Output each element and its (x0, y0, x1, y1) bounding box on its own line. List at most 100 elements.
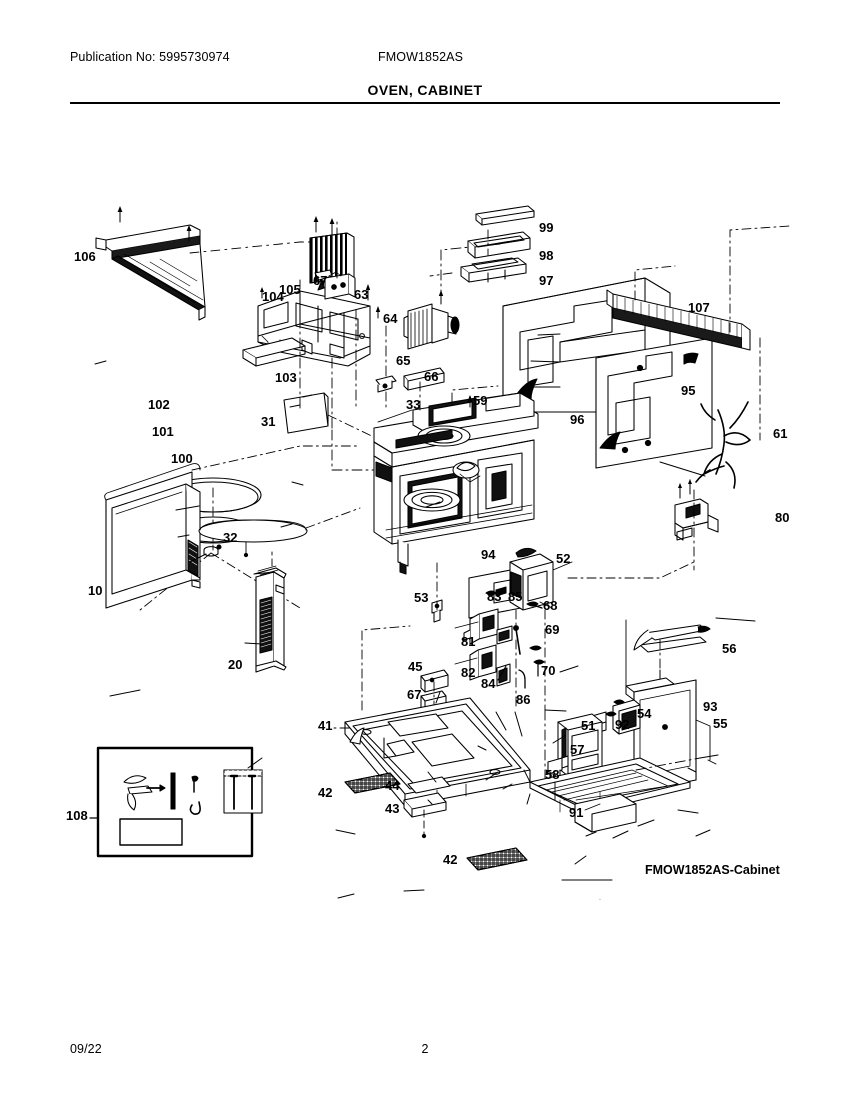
callout-102: 102 (148, 397, 170, 412)
callout-100: 100 (171, 451, 193, 466)
exploded-parts-drawing (89, 205, 791, 900)
callout-105: 105 (279, 282, 301, 297)
diagram-caption: FMOW1852AS-Cabinet (645, 863, 780, 877)
part-96-side-panel (595, 337, 713, 469)
part-42-grease-filter-lower (466, 847, 528, 871)
callout-84: 84 (481, 676, 496, 691)
callout-43: 43 (385, 801, 400, 816)
part-80-switch-assembly (674, 498, 719, 541)
callout-31: 31 (261, 414, 276, 429)
part-61-wire-harness (695, 401, 751, 489)
callout-83: 83 (487, 589, 502, 604)
part-68-screw (526, 601, 543, 609)
part-84-switch (496, 663, 511, 687)
callout-104: 104 (262, 289, 284, 304)
callout-10: 10 (88, 583, 103, 598)
part-20-control-panel (253, 565, 287, 673)
callout-63: 63 (354, 287, 369, 302)
part-108-hardware-kit (96, 746, 263, 858)
part-70-screw (533, 659, 545, 677)
callout-108: 108 (66, 808, 88, 823)
callout-64: 64 (383, 311, 398, 326)
callout-86: 86 (516, 692, 531, 707)
part-64-motor (403, 303, 460, 350)
callout-92: 92 (615, 717, 630, 732)
part-91-vent-duct (574, 793, 637, 833)
part-85-lever (513, 625, 521, 655)
callout-93: 93 (703, 699, 718, 714)
part-42-grease-filter-upper (344, 772, 401, 794)
callout-58: 58 (545, 767, 560, 782)
part-59-cavity-assembly (373, 392, 539, 575)
part-52-magnetron (509, 547, 554, 611)
part-67-screw-upper (314, 269, 333, 291)
callout-68: 68 (543, 598, 558, 613)
part-54-capacitor (612, 699, 641, 735)
part-97-cover (460, 257, 527, 283)
part-106-vent-grille (95, 224, 206, 321)
callout-69: 69 (545, 622, 560, 637)
part-43-cover (403, 792, 447, 818)
callout-42b: 42 (443, 852, 458, 867)
callout-101: 101 (152, 424, 174, 439)
part-100-turntable-coupler (203, 544, 222, 557)
callout-97: 97 (539, 273, 554, 288)
part-86-lever (518, 669, 526, 689)
part-99-cover (475, 205, 535, 226)
part-105-charcoal-filter (309, 232, 355, 284)
callout-107: 107 (688, 300, 710, 315)
part-41-base-plate (344, 697, 531, 807)
callout-95: 95 (681, 383, 696, 398)
callout-20: 20 (228, 657, 243, 672)
callout-56: 56 (722, 641, 737, 656)
callout-33: 33 (406, 397, 421, 412)
callout-54: 54 (637, 706, 652, 721)
callout-67b: 67 (407, 687, 422, 702)
callout-45: 45 (408, 659, 423, 674)
part-31-panel (283, 392, 329, 434)
callout-66: 66 (424, 369, 439, 384)
part-107-top-grille (606, 289, 751, 351)
callout-32: 32 (223, 530, 238, 545)
publication-number: Publication No: 5995730974 (70, 50, 230, 64)
callout-55: 55 (713, 716, 728, 731)
callout-85: 85 (508, 589, 523, 604)
callout-106: 106 (74, 249, 96, 264)
part-66-bracket (403, 367, 445, 391)
header-divider (70, 102, 780, 104)
part-83-switch (496, 625, 513, 645)
part-56-fan-blade (633, 624, 711, 653)
callout-94: 94 (481, 547, 496, 562)
callout-57: 57 (570, 742, 585, 757)
callout-67: 67 (313, 273, 328, 288)
callout-61: 61 (773, 426, 788, 441)
callout-99: 99 (539, 220, 554, 235)
footer-date: 09/22 (70, 1042, 102, 1056)
page-title: OVEN, CABINET (367, 82, 483, 98)
part-63-lamp-socket (324, 271, 356, 300)
callout-82: 82 (461, 665, 476, 680)
callout-52: 52 (556, 551, 571, 566)
part-69-screw (529, 645, 542, 651)
callout-42: 42 (318, 785, 333, 800)
callout-51: 51 (581, 718, 596, 733)
callout-53: 53 (414, 590, 429, 605)
callout-44: 44 (385, 778, 400, 793)
part-45-bracket (420, 669, 449, 693)
part-44-plate (407, 776, 451, 794)
callout-59: 59 (473, 393, 488, 408)
footer-page-number: 2 (421, 1042, 429, 1056)
callout-98: 98 (539, 248, 554, 263)
part-82-switch (469, 644, 497, 681)
part-32-gasket (198, 519, 308, 543)
part-98-cover (467, 231, 531, 259)
callout-41: 41 (318, 718, 333, 733)
part-103-waveguide-cover (242, 337, 306, 367)
model-number: FMOW1852AS (378, 50, 464, 64)
callout-81: 81 (461, 634, 476, 649)
callout-96: 96 (570, 412, 585, 427)
part-65-switch (375, 375, 397, 393)
callout-91: 91 (569, 805, 584, 820)
callout-65: 65 (396, 353, 411, 368)
